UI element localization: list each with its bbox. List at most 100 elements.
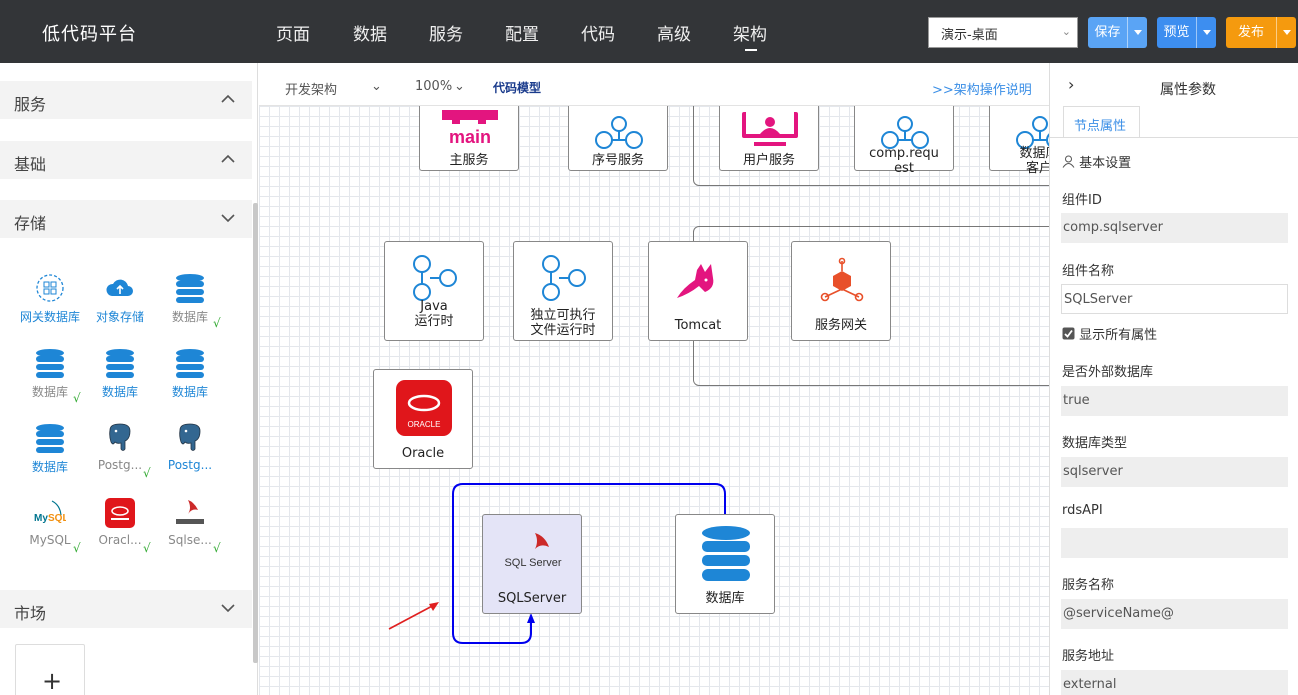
service-name-field[interactable]: @serviceName@ — [1061, 599, 1288, 629]
component-postgres[interactable]: Postg... √ — [85, 422, 155, 482]
component-object-storage[interactable]: 对象存储 — [85, 272, 155, 332]
architecture-canvas[interactable]: main 主服务 序号服务 用户服务 comp.requ est 数据库 客户 — [259, 106, 1049, 695]
component-database[interactable]: 数据库 √ — [15, 347, 85, 407]
section-storage-title: 存储 — [14, 214, 47, 233]
section-basic[interactable]: 基础 — [0, 141, 252, 179]
node-standalone-executable[interactable]: 独立可执行 文件运行时 — [513, 241, 613, 341]
component-database[interactable]: 数据库 √ — [155, 272, 225, 332]
component-database[interactable]: 数据库 — [155, 347, 225, 407]
node-java-runtime[interactable]: Java 运行时 — [384, 241, 484, 341]
external-db-field[interactable]: true — [1061, 386, 1288, 416]
node-label: Java — [420, 299, 448, 314]
node-label: 客户 — [1025, 161, 1049, 176]
preview-button[interactable]: 预览 — [1157, 17, 1216, 48]
component-oracle[interactable]: Oracl... √ — [85, 497, 155, 557]
node-comp-request[interactable]: comp.requ est — [854, 106, 954, 175]
component-gateway-db[interactable]: 网关数据库 — [15, 272, 85, 332]
chevron-up-icon — [221, 154, 235, 163]
collapse-panel-icon[interactable]: › — [1068, 75, 1075, 94]
component-id-field[interactable]: comp.sqlserver — [1061, 213, 1288, 243]
svg-text:ORACLE: ORACLE — [408, 420, 441, 429]
nav-page[interactable]: 页面 — [276, 25, 310, 45]
checkbox-checked-icon[interactable] — [1062, 327, 1075, 340]
database-icon — [36, 424, 64, 453]
service-graph-icon — [542, 255, 586, 301]
svg-text:My: My — [34, 513, 48, 524]
node-sequence-service[interactable]: 序号服务 — [568, 106, 668, 171]
show-all-properties-checkbox[interactable]: 显示所有属性 — [1062, 324, 1157, 343]
nav-advanced[interactable]: 高级 — [657, 25, 691, 45]
node-user-service[interactable]: 用户服务 — [719, 106, 819, 171]
nav-data[interactable]: 数据 — [353, 25, 387, 45]
component-mysql[interactable]: My SQL MySQL √ — [15, 497, 85, 557]
component-postgres[interactable]: Postg... — [155, 422, 225, 482]
section-storage[interactable]: 存储 — [0, 200, 252, 238]
gateway-icon — [820, 257, 864, 302]
chevron-down-icon — [221, 604, 235, 613]
environment-select[interactable]: 演示-桌面 ⌄ — [928, 17, 1078, 48]
rds-api-field[interactable] — [1061, 528, 1288, 558]
preview-dropdown-icon[interactable] — [1196, 17, 1216, 48]
node-label: 文件运行时 — [530, 323, 596, 338]
architecture-help-link[interactable]: >>架构操作说明 — [932, 83, 1032, 98]
node-main-service[interactable]: main 主服务 — [419, 106, 519, 171]
panel-title: 属性参数 — [1160, 82, 1216, 98]
publish-button[interactable]: 发布 — [1226, 17, 1296, 48]
component-sidebar: ‹ 服务 基础 存储 网关数据库 对象存储 数据库 √ — [0, 63, 258, 695]
top-bar: 低代码平台 页面 数据 服务 配置 代码 高级 架构 演示-桌面 ⌄ 保存 预览… — [0, 0, 1298, 63]
nav-config[interactable]: 配置 — [505, 25, 539, 45]
section-market[interactable]: 市场 — [0, 590, 252, 628]
component-label: MySQL — [29, 533, 71, 547]
canvas-toolbar: 开发架构 ⌄ 100% ⌄ 代码模型 >>架构操作说明 — [259, 63, 1049, 106]
db-to-sqlserver-link[interactable] — [452, 483, 726, 644]
node-label: 序号服务 — [591, 153, 644, 168]
component-database[interactable]: 数据库 — [85, 347, 155, 407]
component-sqlserver[interactable]: Sqlse... √ — [155, 497, 225, 557]
field-label: 是否外部数据库 — [1062, 365, 1154, 380]
environment-value: 演示-桌面 — [941, 28, 998, 43]
node-service-gateway[interactable]: 服务网关 — [791, 241, 891, 341]
nav-service[interactable]: 服务 — [429, 25, 463, 45]
add-market-component-button[interactable]: + — [15, 644, 85, 695]
nav-code[interactable]: 代码 — [581, 25, 615, 45]
zoom-select[interactable]: 100% — [415, 79, 452, 94]
field-label: 组件名称 — [1062, 264, 1115, 279]
pointer-arrow-line — [388, 603, 437, 630]
publish-dropdown-icon[interactable] — [1276, 17, 1296, 48]
node-label: Oracle — [401, 446, 445, 461]
node-database-client[interactable]: 数据库 客户 — [989, 106, 1049, 175]
red-arrow-icon — [429, 602, 439, 611]
node-sqlserver[interactable]: SQL Server SQLServer — [482, 514, 582, 614]
component-name-input[interactable]: SQLServer — [1061, 284, 1288, 314]
db-type-field[interactable]: sqlserver — [1061, 457, 1288, 487]
component-label: 数据库 — [101, 385, 138, 399]
user-monitor-icon — [742, 112, 798, 146]
component-label: 数据库 — [171, 310, 208, 324]
svg-text:SQL: SQL — [48, 513, 66, 524]
sidebar-scrollbar[interactable] — [253, 203, 258, 663]
node-label: comp.requ — [869, 146, 939, 161]
section-services-title: 服务 — [14, 95, 47, 114]
service-group-container[interactable] — [693, 106, 1049, 186]
svg-text:main: main — [449, 127, 491, 146]
node-oracle[interactable]: ORACLE Oracle — [373, 369, 473, 469]
section-basic-title: 基础 — [14, 155, 47, 174]
nav-architecture[interactable]: 架构 — [733, 20, 767, 51]
save-button[interactable]: 保存 — [1088, 17, 1147, 48]
basic-settings-heading: 基本设置 — [1062, 152, 1131, 171]
code-model-link[interactable]: 代码模型 — [493, 81, 542, 95]
tab-node-properties[interactable]: 节点属性 — [1063, 106, 1140, 138]
save-dropdown-icon[interactable] — [1127, 17, 1147, 48]
cloud-storage-icon — [106, 279, 133, 296]
database-icon — [176, 349, 204, 378]
component-database[interactable]: 数据库 — [15, 422, 85, 482]
architecture-select[interactable]: 开发架构 — [285, 79, 337, 98]
section-services[interactable]: 服务 — [0, 81, 252, 119]
oracle-icon: ORACLE — [396, 380, 452, 436]
node-database[interactable]: 数据库 — [675, 514, 775, 614]
node-tomcat[interactable]: Tomcat — [648, 241, 748, 341]
chevron-down-icon[interactable]: ⌄ — [454, 79, 465, 94]
chevron-down-icon[interactable]: ⌄ — [371, 79, 382, 94]
service-address-field[interactable]: external — [1061, 670, 1288, 695]
chevron-down-icon — [221, 214, 235, 223]
